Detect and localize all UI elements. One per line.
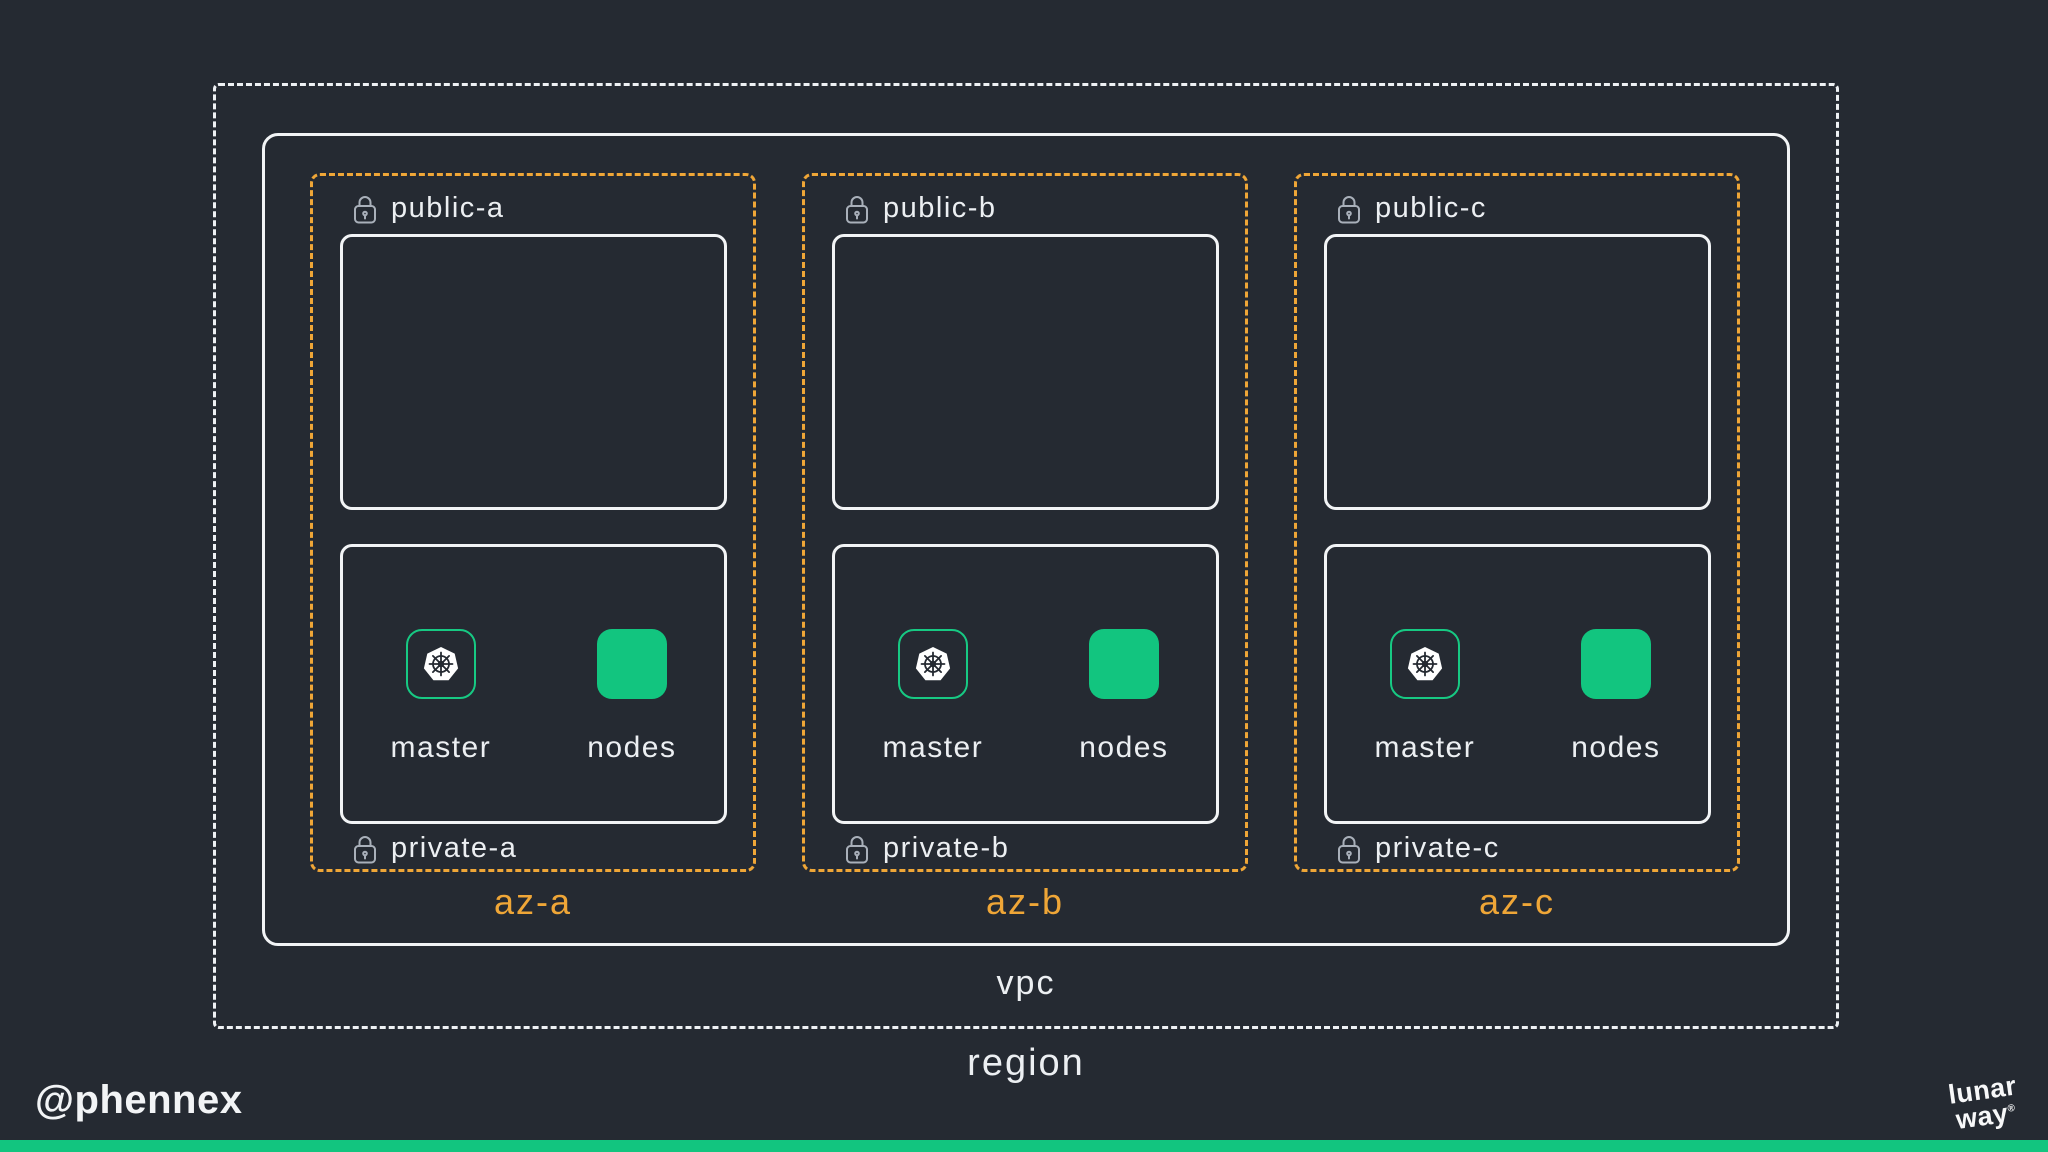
private-subnet-label-row: private-c	[1337, 828, 1500, 868]
nodes-label: nodes	[1079, 731, 1169, 764]
private-subnet-box: master nodes	[1324, 544, 1711, 824]
public-subnet-label-row: public-c	[1337, 188, 1487, 228]
nodes-resource: nodes	[1571, 629, 1660, 765]
nodes-resource: nodes	[587, 629, 676, 765]
public-subnet-label: public-b	[883, 191, 997, 224]
nodes-label: nodes	[1571, 731, 1661, 764]
lock-icon	[354, 195, 376, 223]
registered-mark: ®	[2006, 1102, 2017, 1115]
lock-icon	[1338, 835, 1360, 863]
public-subnet-box	[1324, 234, 1711, 510]
public-subnet-box	[340, 234, 727, 510]
kubernetes-master-icon	[897, 629, 968, 699]
public-subnet-box	[832, 234, 1219, 510]
public-subnet-label: public-c	[1375, 191, 1487, 224]
lock-icon	[846, 835, 868, 863]
nodes-icon	[1580, 629, 1651, 699]
az-a-label: az-a	[493, 881, 573, 922]
lock-icon	[846, 195, 868, 223]
az-a-boundary: public-a	[310, 173, 756, 872]
nodes-label: nodes	[587, 731, 677, 764]
master-resource: master	[883, 629, 984, 765]
vpc-label: vpc	[996, 964, 1056, 1002]
kubernetes-master-icon	[1389, 629, 1460, 699]
master-resource: master	[391, 629, 492, 765]
nodes-icon	[1088, 629, 1159, 699]
logo-line-2: way®	[1953, 1097, 2017, 1135]
private-subnet-label: private-b	[883, 831, 1010, 864]
public-subnet-label-row: public-b	[845, 188, 997, 228]
master-resource: master	[1375, 629, 1476, 765]
private-subnet-label-row: private-a	[353, 828, 517, 868]
private-subnet-box: master nodes	[340, 544, 727, 824]
private-subnet-label: private-c	[1375, 831, 1500, 864]
az-b-label: az-b	[985, 881, 1065, 922]
master-label: master	[1374, 731, 1476, 764]
private-subnet-label-row: private-b	[845, 828, 1009, 868]
private-subnet-box: master nodes	[832, 544, 1219, 824]
az-a-column: public-a	[310, 173, 756, 943]
lock-icon	[354, 835, 376, 863]
public-subnet-label: public-a	[391, 191, 505, 224]
master-label: master	[390, 731, 492, 764]
master-label: master	[882, 731, 984, 764]
nodes-resource: nodes	[1079, 629, 1168, 765]
kubernetes-master-icon	[405, 629, 476, 699]
az-c-boundary: public-c	[1294, 173, 1740, 872]
public-subnet-label-row: public-a	[353, 188, 505, 228]
author-watermark: @phennex	[35, 1078, 243, 1122]
lunar-way-logo: lunar way®	[1946, 1071, 2022, 1135]
private-subnet-label: private-a	[391, 831, 518, 864]
footer-accent-bar	[0, 1140, 2048, 1152]
lock-icon	[1338, 195, 1360, 223]
region-label: region	[967, 1042, 1085, 1084]
az-c-column: public-c	[1294, 173, 1740, 943]
region-boundary	[213, 83, 1839, 1029]
az-c-label: az-c	[1478, 881, 1555, 922]
vpc-boundary	[262, 133, 1790, 946]
nodes-icon	[596, 629, 667, 699]
az-b-boundary: public-b	[802, 173, 1248, 872]
az-b-column: public-b	[802, 173, 1248, 943]
